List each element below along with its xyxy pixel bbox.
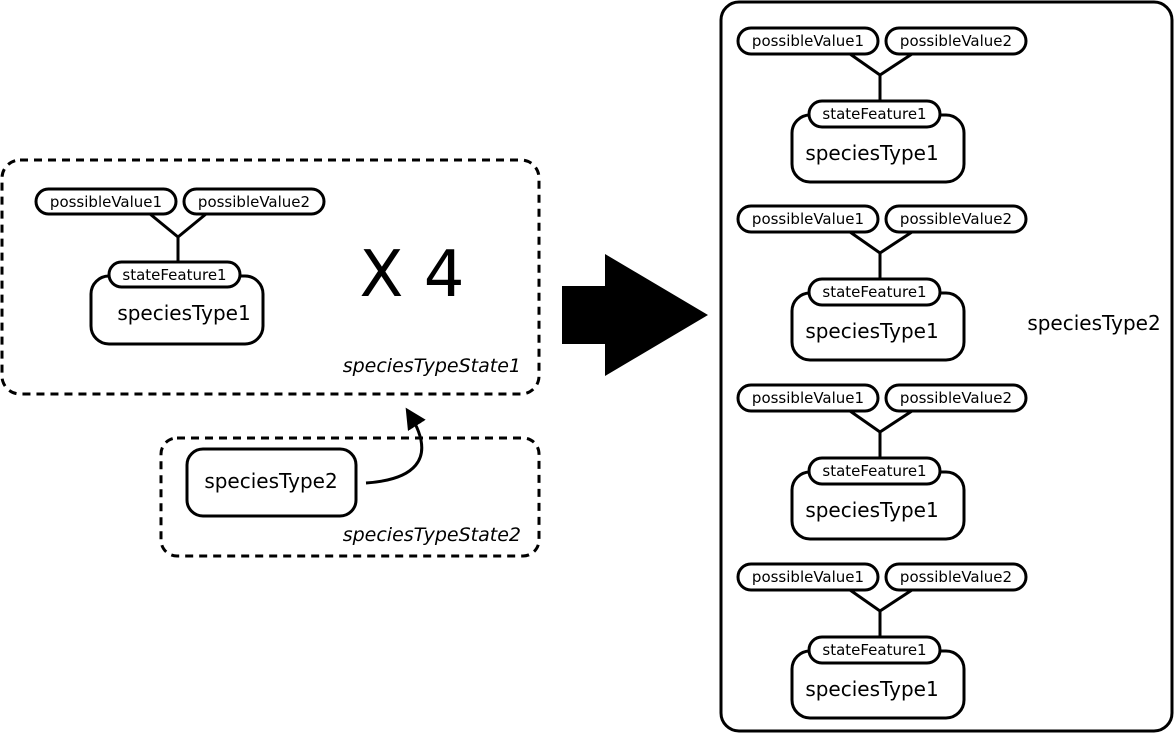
transform-arrow-icon [562,254,708,376]
species-type-state1-label: speciesTypeState1 [343,355,521,377]
species-type2-node [185,447,358,518]
species-type2-container-label: speciesType2 [1027,311,1160,335]
species-type-state2-box [159,436,541,558]
possible-value2-label: possibleValue2 [900,32,1012,50]
possible-value1-label: possibleValue1 [752,210,864,228]
species-unit: speciesType1 possibleValue1 possibleValu… [736,204,1028,362]
binding-curved-arrow [365,407,426,485]
possible-value1-pill [736,204,880,234]
possible-value1-pill [34,187,178,216]
species-type2-label: speciesType2 [204,469,337,493]
multiplier-label: X 4 [360,238,465,312]
possible-value2-label: possibleValue2 [900,389,1012,407]
possible-value1-pill [736,383,880,413]
state1-connector [149,212,207,263]
state-feature1-pill [807,456,942,486]
possible-value2-pill [884,383,1028,413]
possible-value1-pill [736,562,880,592]
species-unit: speciesType1 possibleValue1 possibleValu… [736,26,1028,184]
species-type-state2-label: speciesTypeState2 [343,524,521,546]
possible-value1-label: possibleValue1 [752,32,864,50]
state-feature1-label: stateFeature1 [822,283,926,301]
state-feature1-pill [807,635,942,665]
state-feature1-label: stateFeature1 [822,462,926,480]
species-type1-label: speciesType1 [805,677,938,701]
possible-value1-pill [736,26,880,56]
species-type-state2-group: speciesType2 speciesTypeState2 [159,407,541,558]
state-feature1-label: stateFeature1 [122,266,226,284]
species-type1-label: speciesType1 [805,319,938,343]
species-type1-label: speciesType1 [805,498,938,522]
species-type2-container [719,0,1174,733]
possible-value2-label: possibleValue2 [900,210,1012,228]
state-feature1-label: stateFeature1 [822,105,926,123]
state-feature1-label: stateFeature1 [822,641,926,659]
species-unit: speciesType1 possibleValue1 possibleValu… [736,562,1028,720]
possible-value2-pill [884,26,1028,56]
species-type2-container-group: speciesType2 speciesType1 possibleValue1… [719,0,1174,733]
possible-value2-pill [182,187,326,216]
possible-value2-label: possibleValue2 [900,568,1012,586]
state-feature1-pill [807,277,942,307]
possible-value1-label: possibleValue1 [752,568,864,586]
species-type-state1-group: speciesType1 possibleValue1 possibleValu… [0,158,541,396]
possible-value2-pill [884,562,1028,592]
possible-value1-label: possibleValue1 [50,193,162,211]
possible-value2-pill [884,204,1028,234]
possible-value2-label: possibleValue2 [198,193,310,211]
species-type1-label: speciesType1 [117,301,250,325]
species-unit: speciesType1 possibleValue1 possibleValu… [736,383,1028,541]
species-type1-label: speciesType1 [805,141,938,165]
state-feature1-pill [807,99,942,129]
possible-value1-label: possibleValue1 [752,389,864,407]
state-feature1-pill [107,260,242,289]
